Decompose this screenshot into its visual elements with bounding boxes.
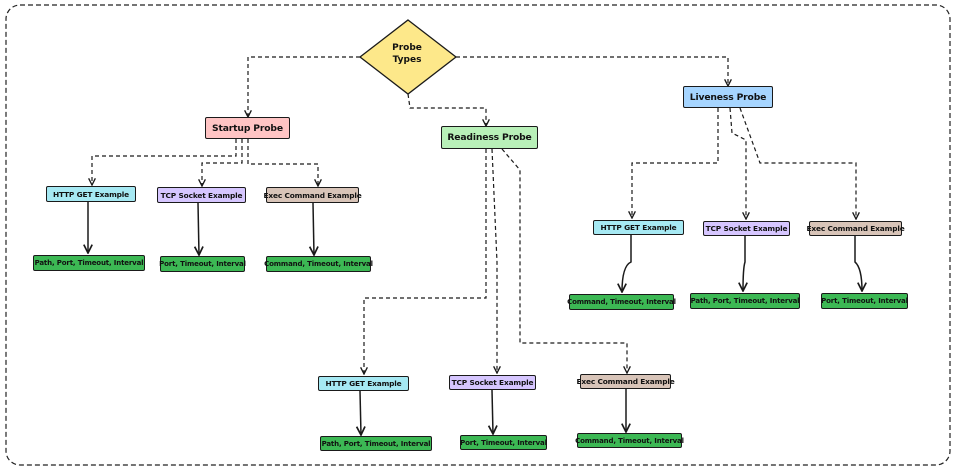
edge-readiness-tcp-leaf bbox=[492, 389, 493, 434]
edge-liveness-http-leaf bbox=[622, 235, 632, 292]
startup-exec-command-example: Exec Command Example bbox=[263, 187, 362, 203]
readiness-http-get-example: HTTP GET Example bbox=[318, 376, 409, 391]
edge-liveness-exec bbox=[739, 107, 856, 219]
startup-tcp-socket-example: TCP Socket Example bbox=[157, 187, 246, 203]
edge-root-readiness bbox=[407, 93, 486, 126]
outer-frame bbox=[5, 4, 951, 466]
readiness-exec-command-example: Exec Command Example bbox=[576, 374, 675, 389]
liveness-tcp-socket-example: TCP Socket Example bbox=[703, 221, 790, 236]
liveness-http-get-example: HTTP GET Example bbox=[593, 220, 684, 235]
root-label: Probe Types bbox=[392, 43, 422, 65]
edge-readiness-exec bbox=[501, 148, 627, 373]
edge-root-liveness bbox=[456, 56, 728, 86]
edge-liveness-exec-leaf bbox=[854, 236, 862, 291]
edge-startup-exec-leaf bbox=[313, 202, 314, 255]
edge-liveness-tcp-leaf bbox=[743, 236, 745, 291]
edge-readiness-http-leaf bbox=[360, 390, 361, 435]
edge-readiness-http bbox=[364, 149, 487, 374]
liveness-exec-leaf: Port, Timeout, Interval bbox=[821, 293, 908, 309]
startup-http-get-example: HTTP GET Example bbox=[46, 186, 136, 202]
liveness-http-leaf: Command, Timeout, Interval bbox=[567, 294, 676, 310]
startup-http-leaf: Path, Port, Timeout, Interval bbox=[33, 255, 145, 271]
liveness-probe-node: Liveness Probe bbox=[683, 86, 773, 108]
edge-startup-http bbox=[92, 139, 237, 185]
edge-root-startup bbox=[248, 56, 360, 117]
readiness-tcp-socket-example: TCP Socket Example bbox=[449, 375, 536, 390]
liveness-tcp-leaf: Path, Port, Timeout, Interval bbox=[690, 293, 800, 309]
startup-probe-node: Startup Probe bbox=[205, 117, 290, 139]
startup-tcp-leaf: Port, Timeout, Interval bbox=[159, 256, 246, 272]
edge-startup-exec bbox=[247, 139, 318, 186]
readiness-tcp-leaf: Port, Timeout, Interval bbox=[460, 435, 547, 450]
startup-exec-leaf: Command, Timeout, Interval bbox=[264, 256, 373, 272]
edge-liveness-http bbox=[632, 108, 719, 218]
edge-startup-tcp-leaf bbox=[198, 202, 199, 255]
readiness-exec-leaf: Command, Timeout, Interval bbox=[575, 433, 684, 448]
edge-readiness-tcp bbox=[491, 148, 497, 373]
edge-liveness-tcp bbox=[729, 107, 746, 219]
liveness-exec-command-example: Exec Command Example bbox=[806, 221, 905, 236]
readiness-probe-node: Readiness Probe bbox=[441, 126, 538, 149]
readiness-http-leaf: Path, Port, Timeout, Interval bbox=[320, 436, 432, 451]
edge-startup-tcp bbox=[202, 139, 243, 186]
